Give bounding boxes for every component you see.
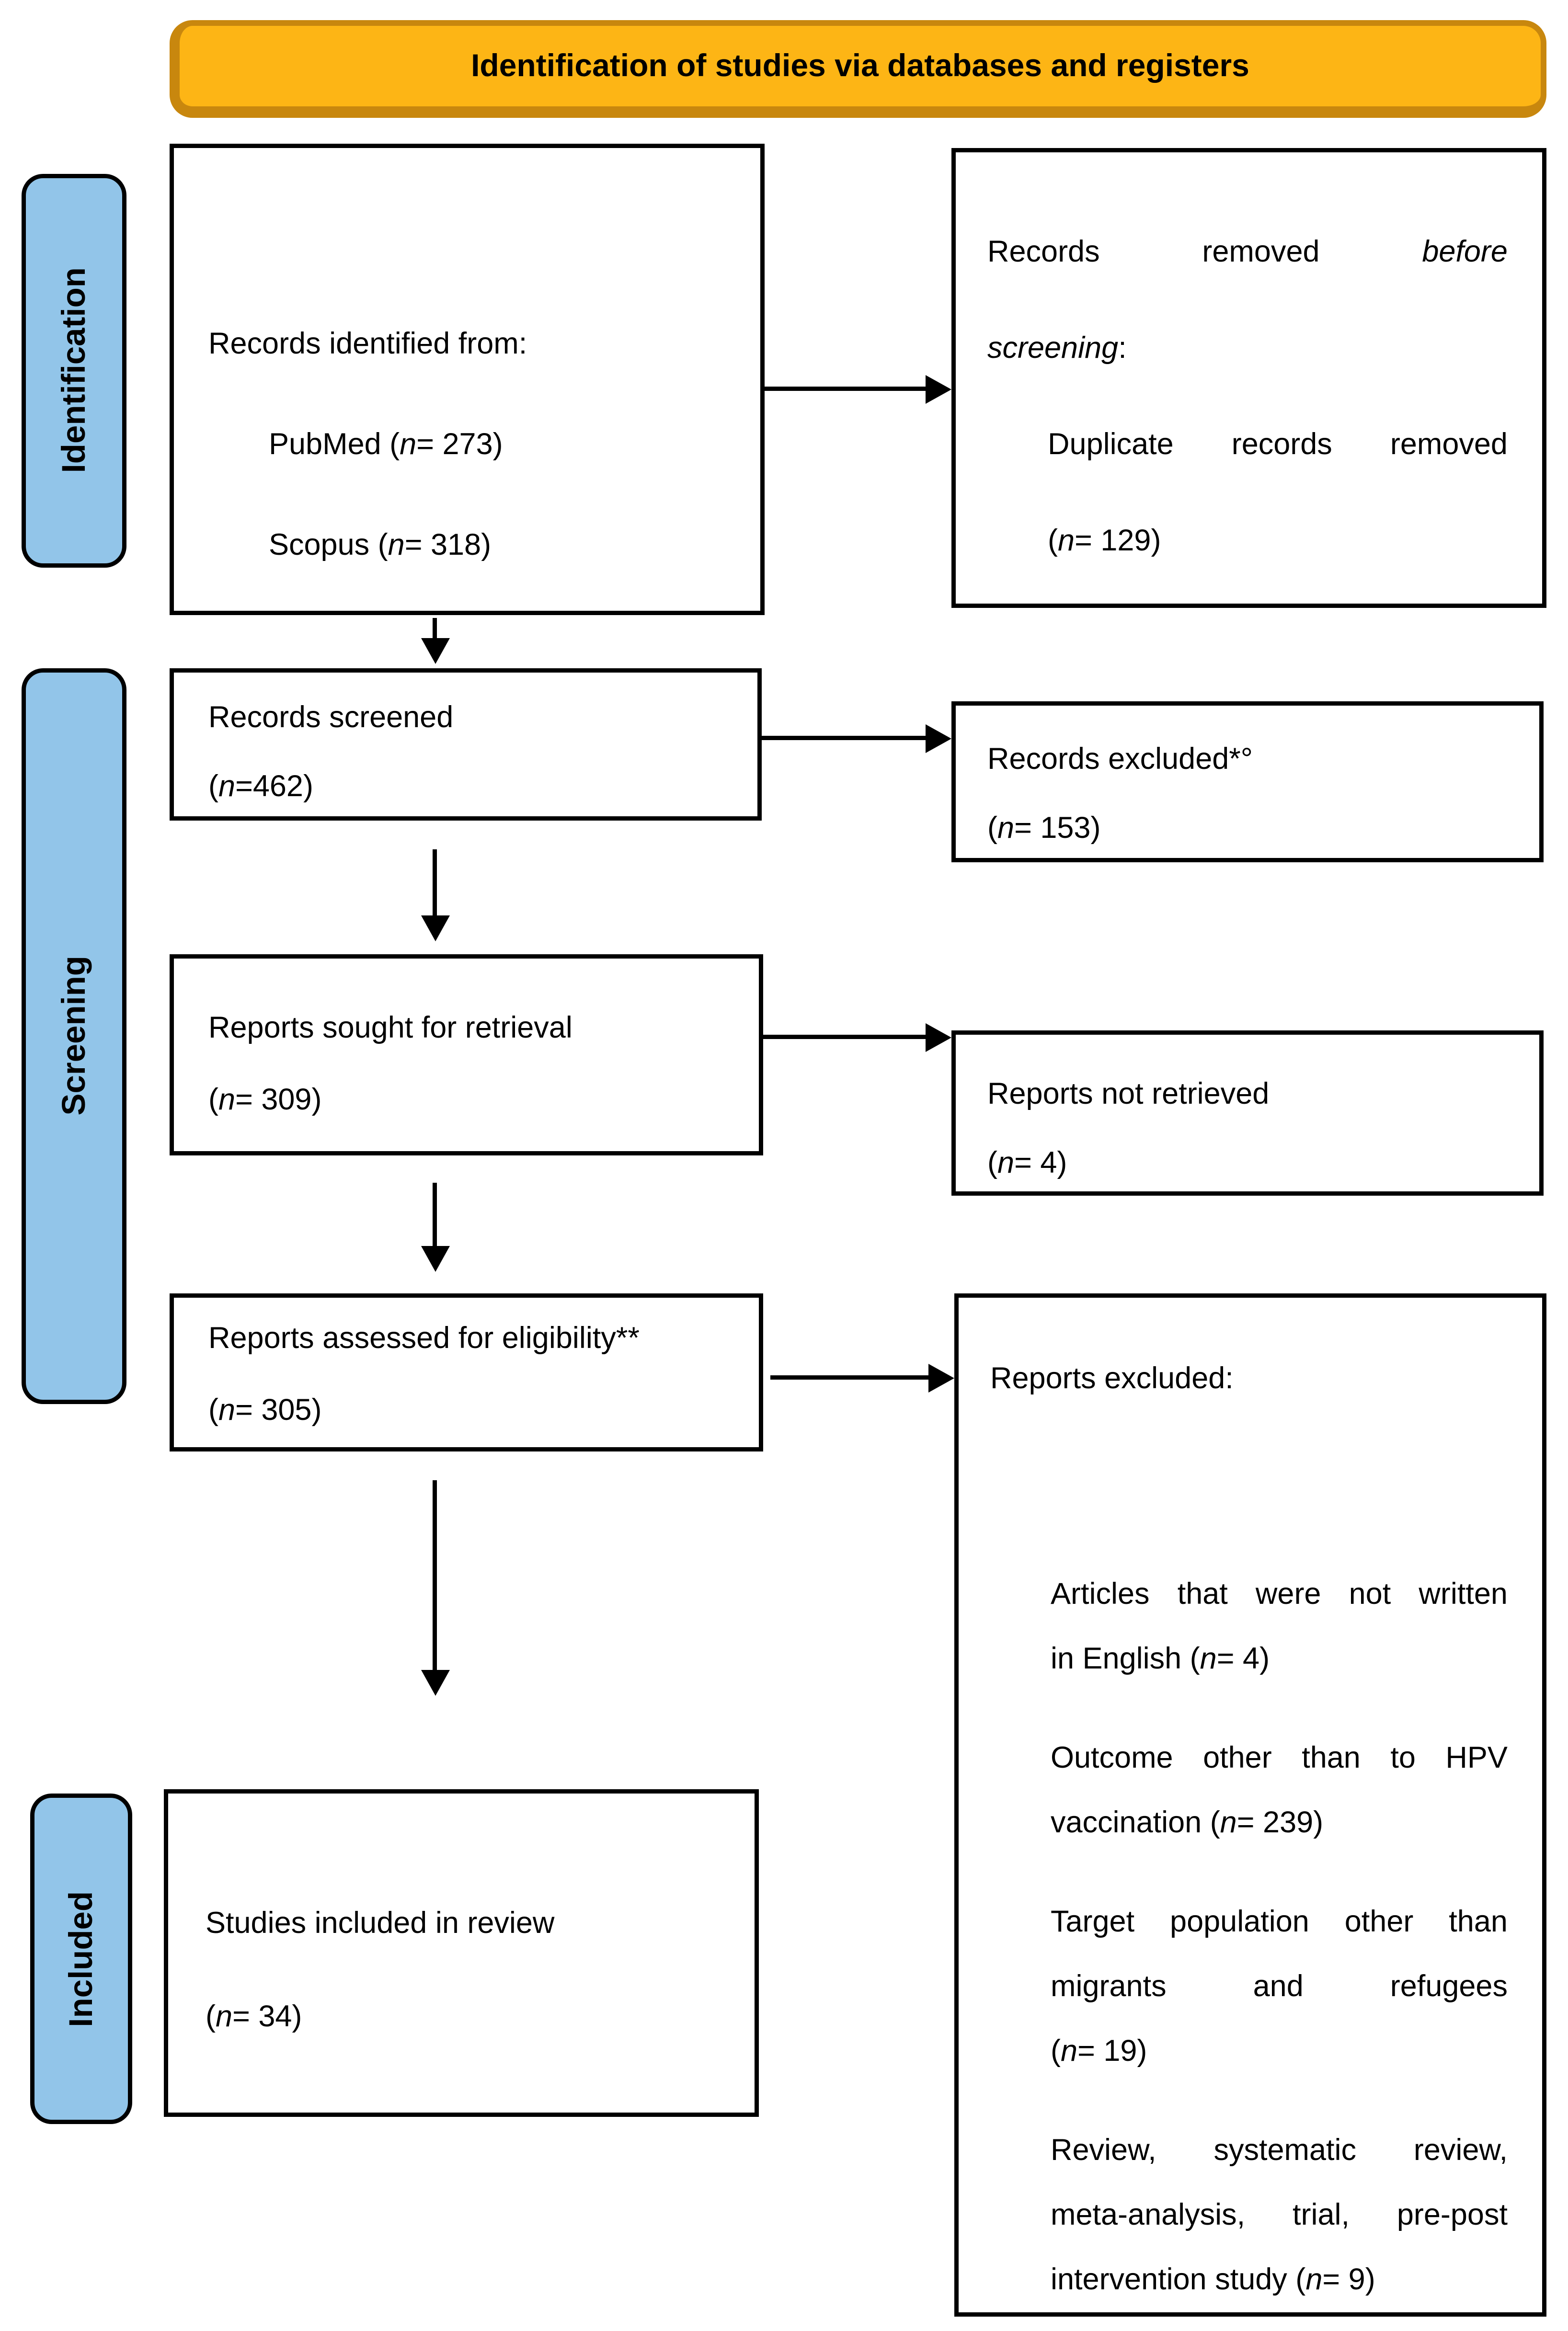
banner-label: Identification of studies via databases … xyxy=(471,47,1249,83)
arrow-down-identified-to-screened-line xyxy=(433,618,437,640)
sidebar-screening-label: Screening xyxy=(55,956,92,1116)
box-records-identified: Records identified from:PubMed (n = 273)… xyxy=(170,144,765,615)
arrow-down-screened-to-sought-icon xyxy=(421,915,450,941)
box-reports-not-retrieved: Reports not retrieved(n = 4) xyxy=(951,1030,1544,1196)
box-reports-sought: Reports sought for retrieval(n = 309) xyxy=(170,954,763,1155)
arrow-down-assessed-to-included-line xyxy=(433,1480,437,1671)
arrow-right-sought-to-notretrieved-icon xyxy=(926,1023,951,1052)
sidebar-screening: Screening xyxy=(22,668,126,1404)
sidebar-included-label: Included xyxy=(62,1891,99,2027)
arrow-right-screened-to-excluded-icon xyxy=(926,724,951,753)
arrow-down-assessed-to-included-icon xyxy=(421,1670,450,1696)
arrow-right-assessed-to-excludedreasons-line xyxy=(770,1375,928,1380)
arrow-down-identified-to-screened-icon xyxy=(421,638,450,664)
sidebar-included: Included xyxy=(30,1794,132,2124)
banner: Identification of studies via databases … xyxy=(170,20,1546,118)
sidebar-identification: Identification xyxy=(22,174,126,568)
arrow-right-identified-to-removed-line xyxy=(765,387,926,391)
arrow-right-sought-to-notretrieved-line xyxy=(763,1035,926,1039)
box-records-excluded: Records excluded*°(n = 153) xyxy=(951,701,1544,862)
arrow-right-screened-to-excluded-line xyxy=(762,736,926,740)
arrow-down-screened-to-sought-line xyxy=(433,849,437,917)
box-reports-assessed: Reports assessed for eligibility**(n = 3… xyxy=(170,1293,763,1451)
arrow-right-identified-to-removed-icon xyxy=(926,375,951,404)
arrow-down-sought-to-assessed-line xyxy=(433,1183,437,1247)
sidebar-identification-label: Identification xyxy=(55,268,92,474)
arrow-down-sought-to-assessed-icon xyxy=(421,1246,450,1272)
box-studies-included: Studies included in review(n = 34) xyxy=(164,1789,759,2117)
arrow-right-assessed-to-excludedreasons-icon xyxy=(928,1364,954,1393)
box-records-screened: Records screened(n =462) xyxy=(170,668,762,821)
